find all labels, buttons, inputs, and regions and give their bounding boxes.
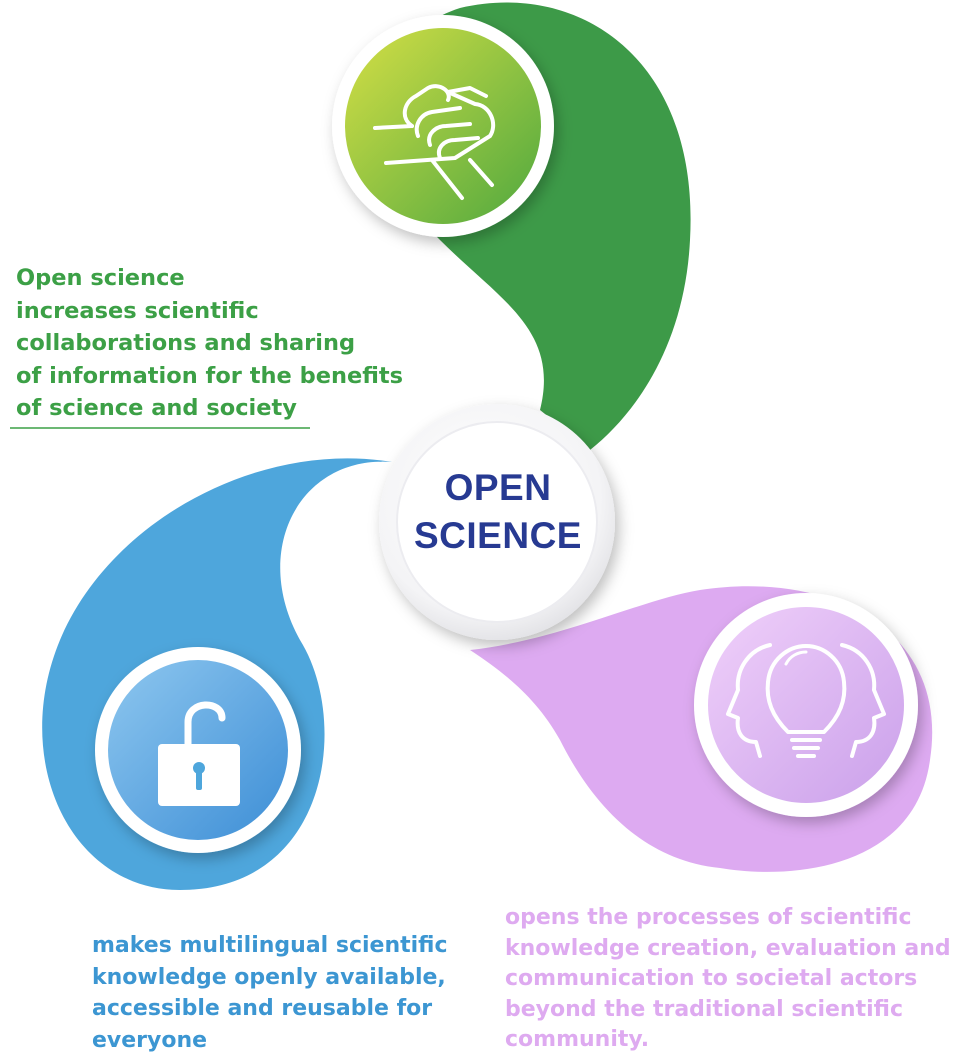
engagement-caption: opens the processes of scientific knowle… [505,903,951,1056]
center-title-line: OPEN [444,467,552,508]
caption-line: Open science [16,265,185,291]
caption-line: communication to societal actors [505,966,918,991]
caption-line: knowledge creation, evaluation and [505,935,951,961]
collaboration-badge [332,15,554,237]
engagement-badge [694,593,918,817]
collaboration-caption: Open science increases scientific collab… [16,262,416,425]
caption-line: makes multilingual scientific [92,933,448,958]
caption-line: knowledge openly available, [92,964,446,990]
center-title: OPEN SCIENCE [378,464,618,560]
caption-line: of information for the benefits [16,362,404,389]
caption-line: everyone [92,1027,208,1053]
center-badge [379,404,615,640]
handshake-icon [373,84,496,200]
lightbulb-heads-icon [726,643,886,758]
caption-line: opens the processes of scientific [505,905,912,930]
caption-line: accessible and reusable for [92,996,433,1021]
center-title-line: SCIENCE [414,515,582,556]
caption-line: of science and society [16,395,297,421]
caption-line: community. [505,1027,650,1052]
access-caption: makes multilingual scientific knowledge … [92,930,492,1056]
caption-line: beyond the traditional scientific [505,996,903,1022]
caption-line: increases scientific [16,297,259,324]
caption-line: collaborations and sharing [16,330,356,356]
access-badge [95,647,301,853]
open-padlock-icon [158,701,240,806]
